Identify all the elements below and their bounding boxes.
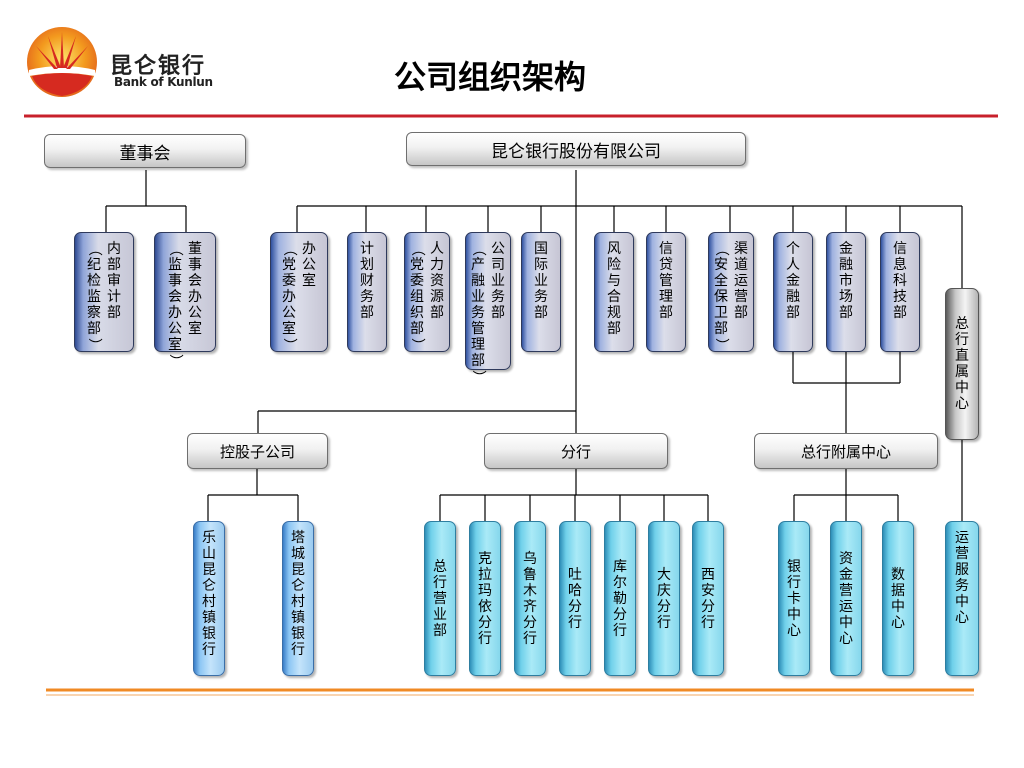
vertical-label-line: （纪检监察部） <box>86 242 102 352</box>
logo-text-en: Bank of Kunlun <box>114 75 213 89</box>
center-treasury: 资金营运中心 <box>830 521 862 676</box>
vertical-label-line: （党委办公室） <box>281 242 297 352</box>
vertical-label: 塔城昆仑村镇银行 <box>291 530 305 658</box>
vertical-label: 库尔勒分行 <box>613 558 627 639</box>
company-box: 昆仑银行股份有限公司 <box>406 132 746 166</box>
vertical-label-line: 内部审计部 <box>107 241 121 321</box>
dept-finance: 计划财务部 <box>347 232 387 352</box>
logo <box>24 26 100 98</box>
center-operations-service: 运营服务中心 <box>945 521 979 676</box>
center-data: 数据中心 <box>882 521 914 676</box>
affiliated-box: 总行附属中心 <box>754 433 938 469</box>
subsidiaries-box: 控股子公司 <box>187 433 328 469</box>
vertical-label-line: 个人金融部 <box>786 241 800 321</box>
branch-karamay: 克拉玛依分行 <box>469 521 501 676</box>
dept-office: 办公室 （党委办公室） <box>270 232 328 352</box>
branch-xian: 西安分行 <box>692 521 724 676</box>
center-bank-card: 银行卡中心 <box>778 521 810 676</box>
vertical-label-line: 信贷管理部 <box>659 241 673 321</box>
branches-box: 分行 <box>484 433 668 469</box>
dept-hr: 人力资源部 （党委组织部） <box>404 232 450 352</box>
vertical-label-line: （监事会办公室） <box>167 242 183 368</box>
logo-text-cn: 昆仑银行 <box>110 54 207 79</box>
vertical-label-line: 董事会办公室 <box>188 241 202 337</box>
vertical-label-line: 国际业务部 <box>534 241 548 321</box>
branch-daqing: 大庆分行 <box>648 521 680 676</box>
vertical-label-line: 风险与合规部 <box>607 241 621 337</box>
subsidiary-tacheng: 塔城昆仑村镇银行 <box>282 521 314 676</box>
dept-personal-finance: 个人金融部 <box>773 232 813 352</box>
dept-financial-markets: 金融市场部 <box>826 232 866 352</box>
kunlun-logo-icon <box>27 27 97 97</box>
dept-channel: 渠道运营部 （安全保卫部） <box>708 232 754 352</box>
branch-urumqi: 乌鲁木齐分行 <box>514 521 546 676</box>
vertical-label-line: 办公室 <box>302 241 316 289</box>
vertical-label: 数据中心 <box>891 566 905 631</box>
dept-corporate: 公司业务部 （产融业务管理部） <box>465 232 511 384</box>
vertical-label-line: （产融业务管理部） <box>470 242 486 384</box>
branch-tuha: 吐哈分行 <box>559 521 591 676</box>
vertical-label-line: 计划财务部 <box>360 241 374 321</box>
vertical-label: 克拉玛依分行 <box>478 550 492 647</box>
vertical-label-line: 人力资源部 <box>430 241 444 321</box>
vertical-label: 银行卡中心 <box>787 558 801 639</box>
vertical-label-line: 信息科技部 <box>893 241 907 321</box>
dept-international: 国际业务部 <box>521 232 561 352</box>
vertical-label: 吐哈分行 <box>568 566 582 631</box>
vertical-label: 资金营运中心 <box>839 550 853 647</box>
vertical-label-line: 渠道运营部 <box>734 241 748 321</box>
board-unit-audit: 内部审计部 （纪检监察部） <box>74 232 134 352</box>
dept-it: 信息科技部 <box>880 232 920 352</box>
vertical-label: 乌鲁木齐分行 <box>523 550 537 647</box>
branch-korla: 库尔勒分行 <box>604 521 636 676</box>
branch-head-office: 总行营业部 <box>424 521 456 676</box>
vertical-label: 大庆分行 <box>657 566 671 631</box>
page-title: 公司组织架构 <box>393 58 586 96</box>
vertical-label: 乐山昆仑村镇银行 <box>202 530 216 658</box>
subsidiary-leshan: 乐山昆仑村镇银行 <box>193 521 225 676</box>
vertical-label-line: 公司业务部 <box>491 241 505 321</box>
dept-risk: 风险与合规部 <box>594 232 634 352</box>
board-unit-office: 董事会办公室 （监事会办公室） <box>154 232 216 368</box>
vertical-label-line: （安全保卫部） <box>713 242 729 352</box>
vertical-label-line: 金融市场部 <box>839 241 853 321</box>
board-box: 董事会 <box>44 134 246 168</box>
vertical-label: 运营服务中心 <box>955 530 969 626</box>
direct-center-box: 总行直属中心 <box>945 288 979 440</box>
vertical-label: 西安分行 <box>701 566 715 631</box>
vertical-label: 总行直属中心 <box>955 316 969 412</box>
dept-credit: 信贷管理部 <box>646 232 686 352</box>
vertical-label-line: （党委组织部） <box>409 242 425 352</box>
vertical-label: 总行营业部 <box>433 558 447 639</box>
